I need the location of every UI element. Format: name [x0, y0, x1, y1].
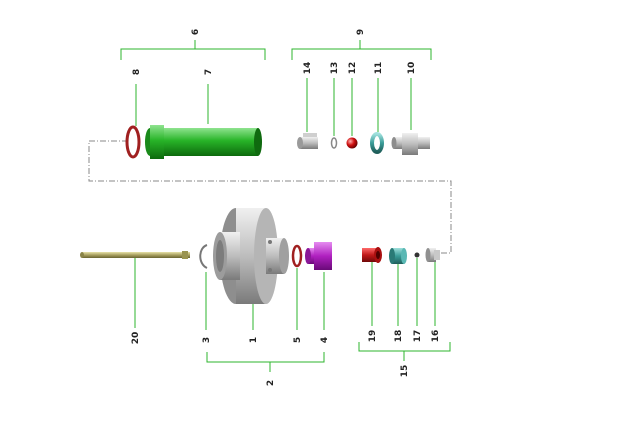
callout-labels: 6 9 8 7 14 13 12 11 10 20 3 1 5 4 2 19 1… — [131, 29, 441, 386]
gray-cap-part-16 — [425, 248, 440, 262]
rod-part-20 — [80, 251, 190, 259]
callout-11: 11 — [374, 62, 384, 75]
bracket-group-15 — [358, 342, 451, 361]
teal-sleeve-part-18 — [389, 248, 407, 264]
callout-6: 6 — [191, 29, 201, 35]
callout-5: 5 — [293, 337, 303, 343]
callout-12: 12 — [348, 62, 358, 75]
teal-ring-part-11 — [370, 132, 384, 154]
red-ball-part-12 — [346, 137, 358, 149]
callout-17: 17 — [413, 330, 423, 343]
callout-14: 14 — [303, 62, 313, 75]
callout-8: 8 — [132, 69, 142, 75]
gray-fitting-part-14 — [297, 133, 318, 149]
callout-18: 18 — [394, 330, 404, 343]
small-ring-part-13 — [330, 137, 338, 149]
purple-nut-part-4 — [305, 242, 332, 270]
bracket-group-2 — [206, 352, 325, 372]
callout-13: 13 — [330, 62, 340, 75]
leaders-lower — [134, 258, 436, 330]
bracket-group-6 — [120, 40, 266, 60]
callout-10: 10 — [407, 62, 417, 75]
snap-ring-part-3 — [199, 244, 208, 269]
green-sleeve-part-7 — [145, 125, 262, 159]
leaders-upper — [135, 78, 412, 136]
bracket-group-9 — [291, 40, 432, 60]
callout-3: 3 — [202, 337, 212, 343]
small-ball-part-17 — [414, 252, 420, 258]
assembly-path-line — [88, 140, 452, 254]
o-ring-part-8 — [125, 125, 141, 159]
gray-nozzle-part-10 — [391, 133, 430, 155]
callout-2: 2 — [266, 380, 276, 386]
callout-16: 16 — [431, 330, 441, 343]
callout-19: 19 — [368, 330, 378, 343]
callout-15: 15 — [400, 365, 410, 378]
o-ring-part-5 — [291, 244, 303, 268]
main-housing-part-1 — [213, 208, 289, 304]
callout-20: 20 — [131, 332, 141, 345]
callout-9: 9 — [356, 29, 366, 35]
callout-1: 1 — [249, 337, 259, 343]
callout-7: 7 — [204, 69, 214, 75]
callout-4: 4 — [320, 337, 330, 343]
red-fitting-part-19 — [362, 247, 382, 263]
